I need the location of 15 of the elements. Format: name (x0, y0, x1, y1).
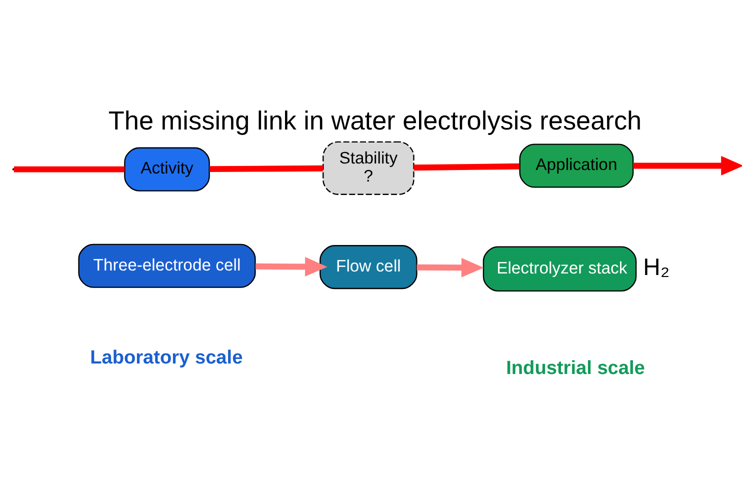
arrow (255, 256, 328, 276)
node-box: Activity (124, 147, 210, 192)
connector (14, 166, 125, 172)
label: Laboratory scale (90, 347, 243, 368)
connector (209, 165, 323, 172)
arrow (633, 156, 742, 176)
diagram-title: The missing link in water electrolysis research (108, 106, 642, 136)
label: Industrial scale (506, 358, 645, 380)
node-box: Flow cell (320, 245, 418, 290)
node-box: Stability ? (322, 141, 414, 195)
node-box: Application (519, 144, 634, 188)
arrow (416, 258, 484, 278)
node-label: H₂ (643, 254, 670, 281)
node-box: Three-electrode cell (78, 244, 256, 288)
connector (414, 163, 520, 171)
